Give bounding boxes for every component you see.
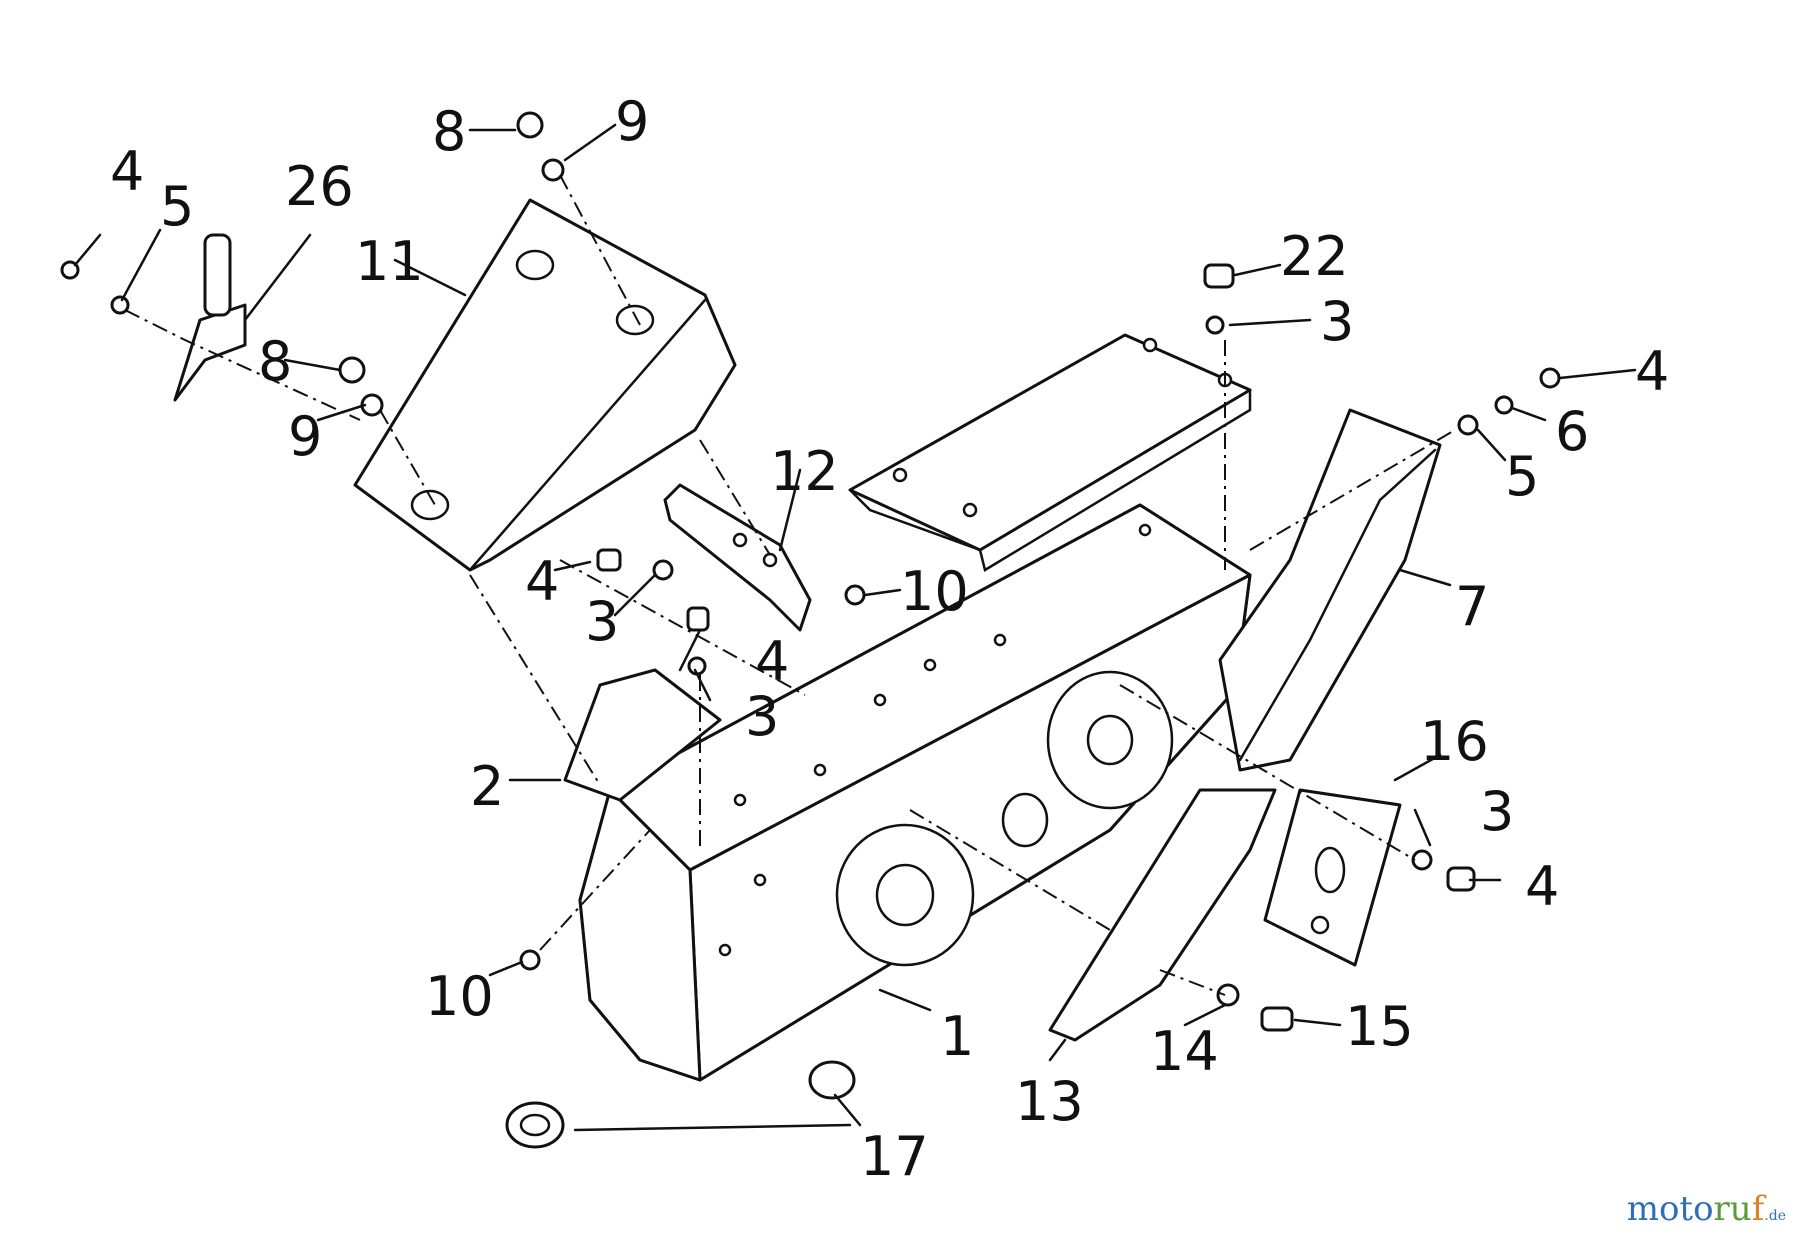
callout-labels: 1 2 3 3 3 3 4 4 4 4 4 5 5 6 7 8 8 9 9 10…: [110, 90, 1669, 1188]
frame-housing: [578, 503, 1252, 1082]
pin-bracket-26: [173, 233, 247, 402]
callout-5-b: 5: [1505, 445, 1539, 508]
callout-10-a: 10: [900, 560, 969, 623]
assembly-lines: [124, 174, 1456, 996]
bracket-2: [563, 668, 722, 802]
callout-9-a: 9: [615, 90, 649, 153]
callout-4-b: 4: [1635, 340, 1669, 403]
callout-1: 1: [940, 1005, 974, 1068]
plate-16: [1263, 788, 1402, 967]
callout-26: 26: [285, 155, 354, 218]
callout-3-a: 3: [1320, 290, 1354, 353]
callout-10-b: 10: [425, 965, 494, 1028]
watermark-logo: motoruf.de: [1627, 1189, 1786, 1229]
callout-12: 12: [770, 440, 839, 503]
callout-14: 14: [1150, 1020, 1219, 1083]
callout-16: 16: [1420, 710, 1489, 773]
lower-plate-13: [1048, 788, 1277, 1042]
watermark-part-c: f: [1751, 1189, 1765, 1229]
top-cover-plate: [848, 333, 1252, 572]
callout-4-e: 4: [1525, 855, 1559, 918]
callout-2: 2: [470, 755, 504, 818]
callout-8-a: 8: [432, 100, 466, 163]
callout-13: 13: [1015, 1070, 1084, 1133]
watermark-part-d: .de: [1764, 1208, 1786, 1224]
callout-4-d: 4: [755, 630, 789, 693]
curved-guard-7: [1218, 408, 1442, 772]
callout-11: 11: [355, 230, 424, 293]
callout-22: 22: [1280, 225, 1349, 288]
callout-3-c: 3: [745, 685, 779, 748]
callout-3-d: 3: [1480, 780, 1514, 843]
callout-17: 17: [860, 1125, 929, 1188]
watermark-part-a: moto: [1626, 1189, 1714, 1229]
callout-8-b: 8: [258, 330, 292, 393]
callout-4-c: 4: [525, 550, 559, 613]
shield-plate-11: [353, 198, 737, 572]
callout-7: 7: [1455, 575, 1489, 638]
callout-15: 15: [1345, 995, 1414, 1058]
callout-6: 6: [1555, 400, 1589, 463]
callout-5-a: 5: [160, 175, 194, 238]
watermark-part-b: ru: [1713, 1189, 1752, 1229]
callout-9-b: 9: [288, 405, 322, 468]
callout-4-a: 4: [110, 140, 144, 203]
small-bracket-12: [663, 483, 812, 632]
bushings-17: [505, 1060, 856, 1149]
callout-3-b: 3: [585, 590, 619, 653]
leader-lines: [73, 123, 1637, 1132]
